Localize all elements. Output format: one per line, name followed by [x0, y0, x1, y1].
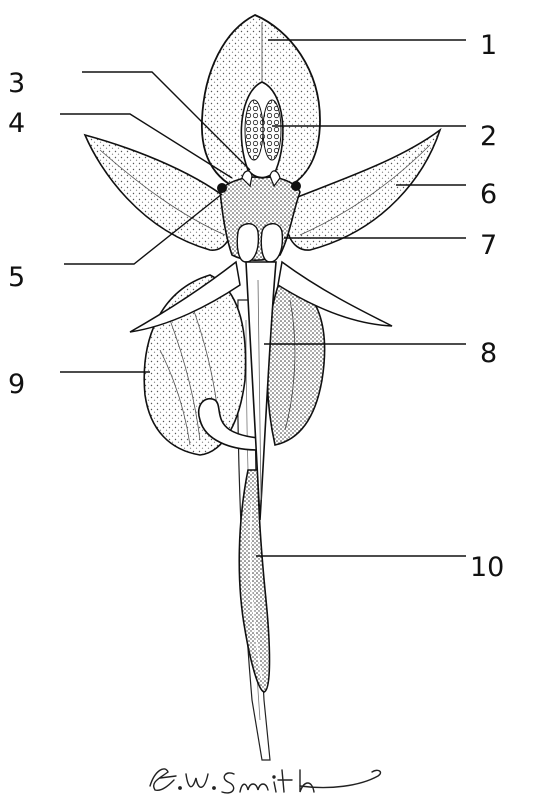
label-9: 9 — [8, 369, 25, 400]
label-7: 7 — [480, 230, 497, 261]
spur — [239, 470, 269, 692]
anther — [241, 82, 283, 178]
label-3: 3 — [8, 68, 25, 99]
column — [217, 171, 301, 262]
label-1: 1 — [480, 30, 497, 61]
label-10: 10 — [470, 552, 504, 583]
label-6: 6 — [480, 179, 497, 210]
label-5: 5 — [8, 262, 25, 293]
artist-signature — [150, 769, 380, 793]
label-4: 4 — [8, 108, 25, 139]
label-8: 8 — [480, 338, 497, 369]
label-2: 2 — [480, 121, 497, 152]
